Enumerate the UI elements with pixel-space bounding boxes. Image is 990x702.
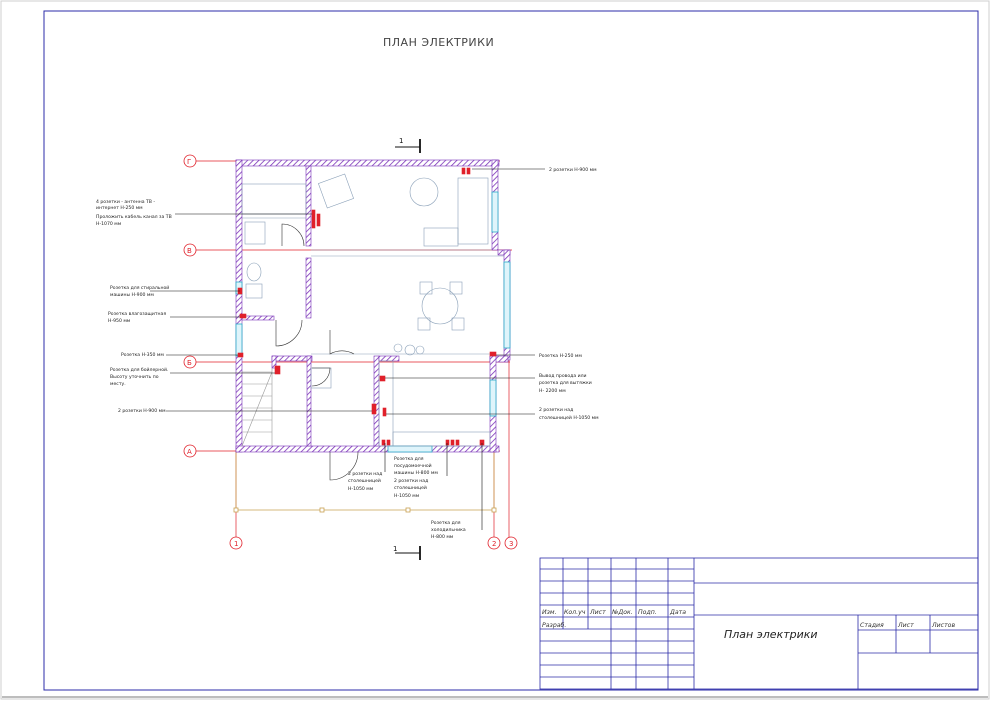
tb-header-ndok: №Док. (611, 609, 633, 616)
axis-label-v: В (187, 247, 192, 255)
section-mark-top (395, 139, 421, 153)
section-label-top: 1 (399, 137, 403, 145)
tb-header-koluch: Кол.уч (564, 609, 586, 616)
axis-label-3: 3 (509, 540, 513, 548)
note-12: Розетка для холодильника Н-800 мм (431, 520, 467, 540)
axis-label-1: 1 (234, 540, 238, 548)
leader-lines (150, 168, 545, 530)
tb-header-list: Лист (589, 609, 606, 616)
note-11: 2 розетки над столешницей Н-1050 мм (348, 471, 384, 492)
doors (275, 223, 359, 481)
tb-sheets-label: Листов (931, 622, 955, 629)
note-8: Вывод провода или розетка для вытяжки Н-… (539, 373, 593, 394)
section-label-bottom: 1 (393, 545, 397, 553)
tb-sheet-label: Лист (897, 622, 914, 629)
axis-label-2: 2 (492, 540, 496, 548)
note-5: Розетка для бойлерной. Высоту уточнить п… (110, 366, 170, 387)
section-mark-bottom (395, 546, 421, 560)
note-9: 2 розетки над столешницей Н-1050 мм (539, 407, 599, 421)
title-block (539, 557, 979, 690)
axis-label-b: Б (187, 359, 192, 367)
note-4: Розетка Н-350 мм (121, 352, 164, 358)
sockets (237, 167, 497, 446)
axis-label-a: А (187, 448, 192, 456)
note-3: Розетка влагозащитная Н-950 мм (108, 311, 168, 324)
note-0: 2 розетки Н-900 мм (549, 167, 597, 173)
annotations: 2 розетки Н-900 мм 4 розетки - антенна Т… (96, 167, 599, 540)
terrace-outline (233, 451, 497, 513)
drawing-title: ПЛАН ЭЛЕКТРИКИ (383, 36, 494, 49)
drawing-frame (43, 10, 979, 691)
axis-markers (183, 154, 518, 550)
note-7: Розетка Н-250 мм (539, 353, 582, 359)
note-1: 4 розетки - антенна ТВ - интернет Н-250 … (96, 199, 173, 227)
tb-stage-label: Стадия (860, 622, 884, 629)
axis-label-g: Г (187, 158, 191, 166)
tb-row-razrab: Разраб. (542, 621, 566, 629)
title-block-headers: Изм. Кол.уч Лист №Док. Подп. Дата Разраб… (542, 609, 686, 629)
tb-sheet-title: План электрики (724, 628, 818, 641)
note-2: Розетка для стиральной машины Н-900 мм (110, 284, 171, 298)
tb-header-data: Дата (669, 609, 686, 616)
note-10: Розетка для посудомоечной машины Н-800 м… (394, 456, 439, 499)
note-6: 2 розетки Н-900 мм (118, 408, 166, 414)
tb-header-izm: Изм. (542, 609, 557, 616)
tb-header-podp: Подп. (638, 609, 657, 616)
